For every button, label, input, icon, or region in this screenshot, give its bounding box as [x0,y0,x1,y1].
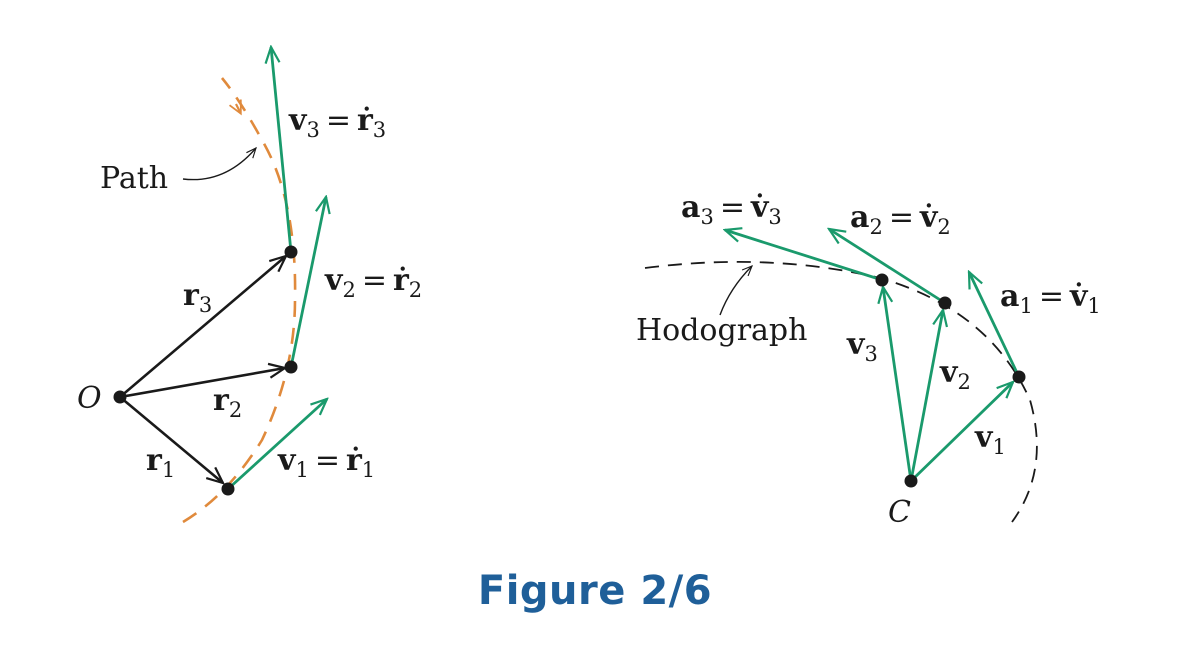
origin-point [113,390,127,404]
point-1 [221,482,235,496]
path-label-leader [182,146,257,181]
figure-caption: Figure 2/6 [477,568,713,614]
r1-vector [119,396,223,483]
v1-label: v1=ṙ1 [277,443,375,482]
hodograph-label-leader [719,264,754,316]
hodo-point-1 [1012,370,1026,384]
a2-label: a2=v̇2 [850,200,951,239]
v2-hodo-vector [909,310,943,482]
hodo-point-3 [875,273,889,287]
point-2 [284,360,298,374]
path-direction-arrow [228,99,242,116]
a3-label: a3=v̇3 [681,190,782,229]
a1-vector [967,272,1021,378]
r1-label: r1 [146,443,175,482]
v1-vector [227,399,327,491]
left-diagram: O Path r1 r2 r3 v1=ṙ1 v2=ṙ2 v3=ṙ3 [77,47,422,524]
hodograph-label: Hodograph [636,313,807,348]
c-label: C [888,495,911,530]
origin-label: O [77,381,102,416]
v1-hodo-vector [910,382,1013,483]
hodograph-curve [644,261,1038,523]
path-curve [182,77,297,524]
v3-vector [271,47,293,253]
a1-label: a1=v̇1 [1000,279,1101,318]
a2-vector [829,229,946,305]
r3-vector [119,256,286,398]
a3-vector [725,230,883,282]
r3-label: r3 [183,278,212,317]
r2-vector [119,368,285,399]
v2-label: v2=ṙ2 [324,263,422,302]
right-diagram: C Hodograph v1 v2 v3 a1=v̇1 a2=v̇2 a3=v̇… [636,190,1101,530]
point-3 [284,245,298,259]
v1-hodo-label: v1 [974,420,1006,459]
v2-vector [289,197,326,368]
hodo-point-2 [938,296,952,310]
path-label: Path [100,161,168,196]
v3-label: v3=ṙ3 [288,103,386,142]
r2-label: r2 [213,383,242,422]
v2-hodo-label: v2 [939,355,971,394]
v3-hodo-vector [883,287,913,482]
v3-hodo-label: v3 [846,327,878,366]
c-point [904,474,918,488]
